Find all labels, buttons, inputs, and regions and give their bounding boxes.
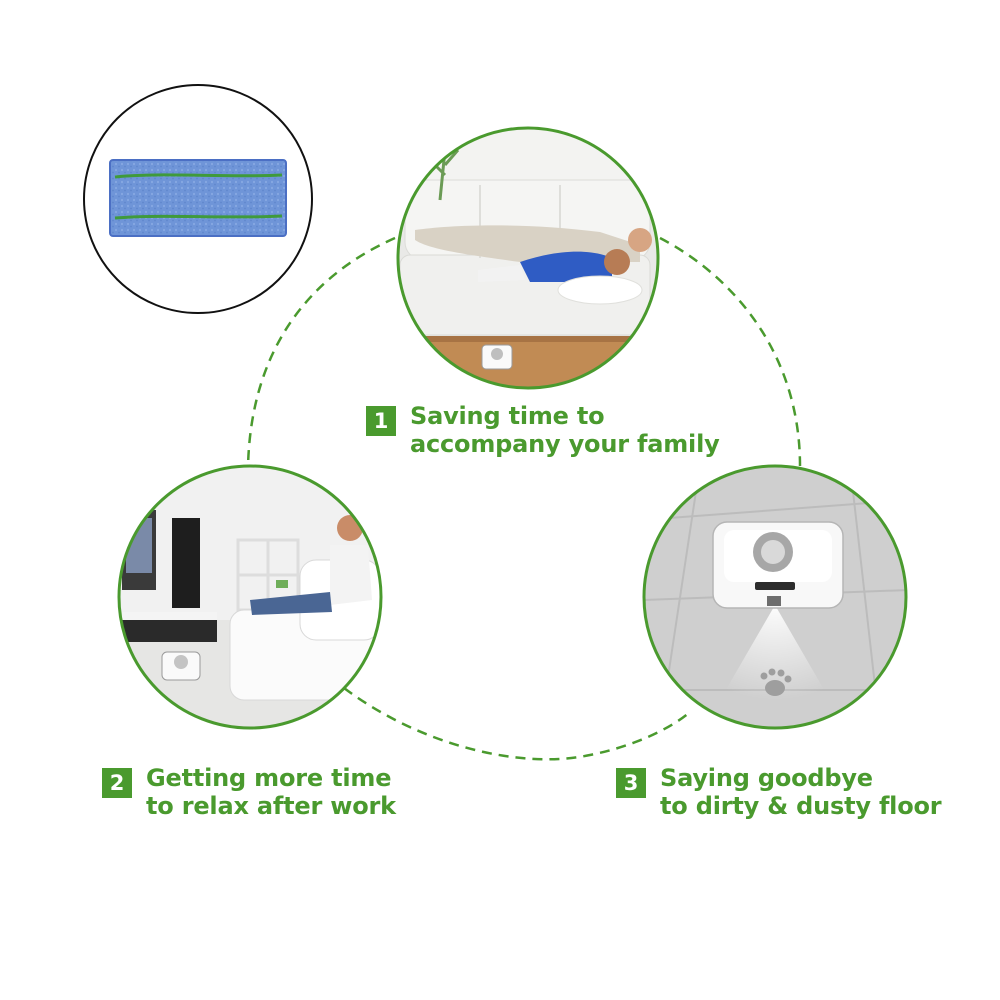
step-1-line-1: Saving time to [410,402,605,430]
dashed-cycle-arc-left [246,236,396,469]
step-3-line-2: to dirty & dusty floor [660,792,942,820]
mop-pad [109,159,287,237]
mop-pad-green-stripe-bottom [114,214,283,220]
step-1-caption: 1 Saving time to accompany your family [366,402,720,458]
photo-family-on-sofa [396,126,660,390]
mop-pad-green-stripe-top [114,173,283,179]
photo-man-relaxing [117,464,383,730]
dashed-cycle-arc-bottom [343,686,691,761]
step-3-line-1: Saying goodbye [660,764,873,792]
photo-robot-mopping-floor [642,464,908,730]
step-2-line-1: Getting more time [146,764,392,792]
step-3-caption: 3 Saying goodbye to dirty & dusty floor [616,764,942,820]
product-mop-pad-circle [83,84,313,314]
step-2-line-2: to relax after work [146,792,396,820]
step-3-number-badge: 3 [616,768,646,798]
step-2-caption: 2 Getting more time to relax after work [102,764,396,820]
step-2-number-badge: 2 [102,768,132,798]
step-1-number-badge: 1 [366,406,396,436]
dashed-cycle-arc-right [659,236,802,467]
step-1-line-2: accompany your family [410,430,720,458]
